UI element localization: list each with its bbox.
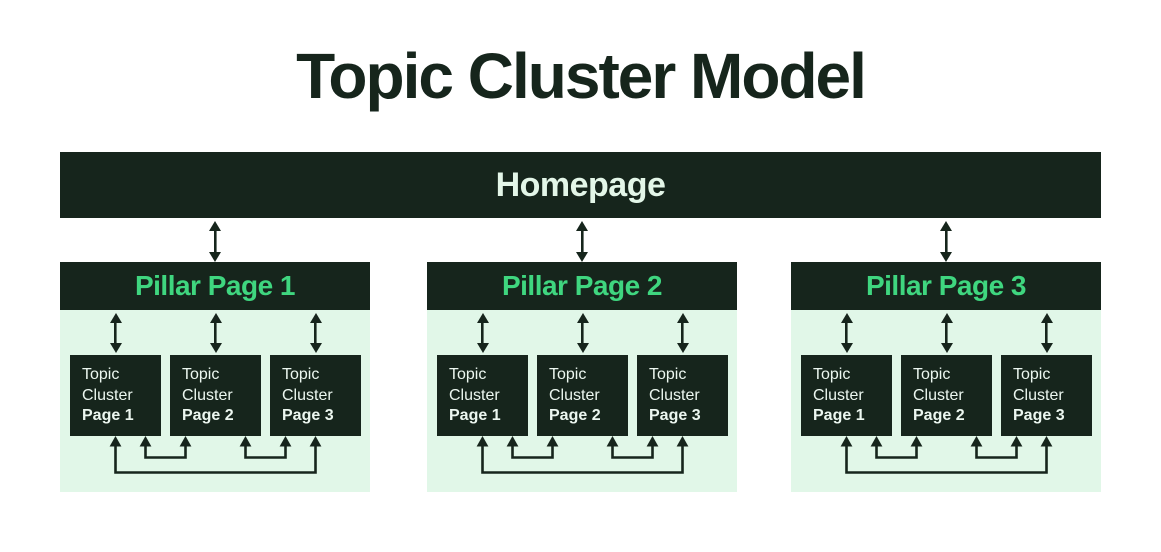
topic-box-line: Cluster [913,386,964,404]
topic-box-line: Cluster [549,386,600,404]
homepage-label: Homepage [495,165,666,204]
pillar-page-2-title: Pillar Page 2 [501,270,663,301]
pillar2-cluster2-double-arrow-icon [576,313,589,353]
topic-box-line: Cluster [449,386,500,404]
topic-cluster-page-node: Topic Cluster Page 3 [1001,355,1092,436]
topic-box-line: Topic [649,366,687,383]
pillar1-cluster2-double-arrow-icon [209,313,222,353]
topic-cluster-page-node: Topic Cluster Page 3 [637,355,728,436]
topic-box-page-label: Page 3 [282,407,334,424]
pillar-section-2: Pillar Page 2 Topic Cluster Page 1 Topic… [427,262,737,492]
pillar-section-1: Pillar Page 1 Topic Cluster Page 1 Topic… [60,262,370,492]
topic-box-page-label: Page 2 [182,407,234,424]
topic-box-line: Topic [549,366,587,383]
topic-box-page-label: Page 1 [82,407,134,424]
pillar-section-3: Pillar Page 3 Topic Cluster Page 1 Topic… [791,262,1101,492]
topic-box-page-label: Page 2 [913,407,965,424]
topic-cluster-page-node: Topic Cluster Page 2 [537,355,628,436]
topic-box-line: Topic [182,366,220,383]
topic-box-line: Cluster [182,386,233,404]
topic-box-line: Cluster [82,386,133,404]
topic-box-line: Topic [1013,366,1051,383]
pillar-2-body: Topic Cluster Page 1 Topic Cluster Page … [427,310,737,492]
pillar-page-1-title: Pillar Page 1 [134,270,296,301]
pillar2-cluster3-double-arrow-icon [676,313,689,353]
cluster-interlink-arrows-icon [840,436,1053,474]
topic-box-page-label: Page 3 [649,407,701,424]
homepage-pillar3-double-arrow-icon [940,221,952,262]
topic-cluster-page-node: Topic Cluster Page 1 [70,355,161,436]
topic-box-line: Topic [82,366,120,383]
pillar-1-body: Topic Cluster Page 1 Topic Cluster Page … [60,310,370,492]
pillar3-cluster2-double-arrow-icon [940,313,953,353]
pillar-page-1-node: Pillar Page 1 [60,262,370,310]
pillar3-cluster3-double-arrow-icon [1040,313,1053,353]
topic-cluster-page-node: Topic Cluster Page 1 [437,355,528,436]
homepage-node: Homepage [60,152,1101,218]
pillar2-cluster1-double-arrow-icon [476,313,489,353]
topic-box-line: Topic [449,366,487,383]
topic-box-line: Topic [813,366,851,383]
cluster-interlink-arrows-icon [476,436,689,474]
homepage-pillar2-double-arrow-icon [576,221,588,262]
topic-box-line: Topic [913,366,951,383]
topic-cluster-page-node: Topic Cluster Page 2 [901,355,992,436]
pillar-page-3-node: Pillar Page 3 [791,262,1101,310]
topic-box-line: Cluster [1013,386,1064,404]
topic-box-page-label: Page 1 [449,407,501,424]
pillar-page-3-title: Pillar Page 3 [865,270,1027,301]
homepage-pillar1-double-arrow-icon [209,221,221,262]
pillar3-cluster1-double-arrow-icon [840,313,853,353]
topic-box-line: Cluster [282,386,333,404]
topic-box-page-label: Page 2 [549,407,601,424]
topic-cluster-page-node: Topic Cluster Page 1 [801,355,892,436]
topic-box-line: Topic [282,366,320,383]
diagram-title: Topic Cluster Model [296,40,867,112]
topic-box-line: Cluster [813,386,864,404]
topic-box-page-label: Page 1 [813,407,865,424]
cluster-interlink-arrows-icon [109,436,322,474]
pillar1-cluster3-double-arrow-icon [309,313,322,353]
topic-box-line: Cluster [649,386,700,404]
topic-cluster-page-node: Topic Cluster Page 3 [270,355,361,436]
topic-box-page-label: Page 3 [1013,407,1065,424]
pillar-3-body: Topic Cluster Page 1 Topic Cluster Page … [791,310,1101,492]
topic-cluster-page-node: Topic Cluster Page 2 [170,355,261,436]
pillar1-cluster1-double-arrow-icon [109,313,122,353]
pillar-page-2-node: Pillar Page 2 [427,262,737,310]
